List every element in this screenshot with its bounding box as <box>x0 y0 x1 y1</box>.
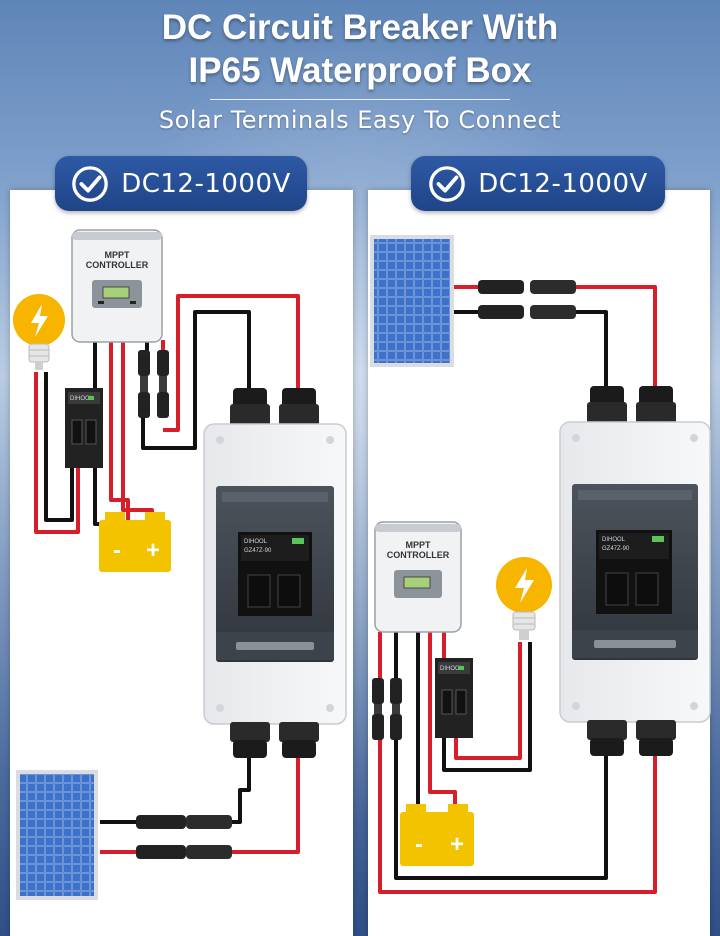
left-mc4-connectors-top <box>138 350 169 418</box>
controller-label-line2: CONTROLLER <box>86 260 149 270</box>
voltage-badge-right: DC12-1000V <box>411 156 665 211</box>
controller-label-line1: MPPT <box>405 540 431 550</box>
battery-minus: - <box>415 831 423 858</box>
controller-label-line2: CONTROLLER <box>387 550 450 560</box>
right-mppt-controller: MPPT CONTROLLER <box>374 521 462 633</box>
title-line-1: DC Circuit Breaker With <box>161 8 559 47</box>
title-line-2: IP65 Waterproof Box <box>188 51 532 90</box>
left-mc4-connectors-bottom <box>136 815 232 859</box>
check-circle-icon <box>72 165 108 202</box>
voltage-badge-left: DC12-1000V <box>55 156 307 211</box>
right-dc-breaker: DIHOOL <box>435 658 473 738</box>
battery-minus: - <box>113 537 121 564</box>
controller-label-line1: MPPT <box>104 250 130 260</box>
battery-plus: + <box>146 537 160 564</box>
light-bulb-icon <box>496 557 552 640</box>
battery-plus: + <box>450 831 464 858</box>
right-mc4-connectors-side <box>372 678 402 740</box>
page-subtitle: Solar Terminals Easy To Connect <box>158 106 562 134</box>
right-battery-icon: - + <box>400 804 474 866</box>
right-mc4-connectors-top <box>478 280 576 319</box>
right-box-breaker-model: GZ47Z-90 <box>602 546 630 552</box>
left-dc-breaker: DIHOOL <box>65 388 103 468</box>
solar-panel-icon <box>370 235 454 367</box>
left-box-breaker-model: GZ47Z-90 <box>244 548 272 554</box>
page-title: DC Circuit Breaker With IP65 Waterproof … <box>0 6 720 92</box>
left-battery-icon: - + <box>99 512 171 572</box>
left-breaker-brand: DIHOOL <box>70 396 94 402</box>
light-bulb-icon <box>13 294 65 370</box>
check-circle-icon <box>429 165 465 202</box>
voltage-badge-left-label: DC12-1000V <box>121 168 291 199</box>
right-box-breaker-brand: DIHOOL <box>602 537 626 543</box>
title-divider <box>210 99 510 100</box>
left-box-breaker-brand: DIHOOL <box>244 539 268 545</box>
voltage-badge-right-label: DC12-1000V <box>478 168 648 199</box>
right-waterproof-box: DIHOOL GZ47Z-90 <box>559 386 711 756</box>
right-breaker-brand: DIHOOL <box>440 666 464 672</box>
solar-panel-icon <box>16 770 98 900</box>
right-wires <box>378 285 657 894</box>
left-waterproof-box: DIHOOL GZ47Z-90 <box>203 388 347 758</box>
left-mppt-controller: MPPT CONTROLLER <box>71 229 163 343</box>
